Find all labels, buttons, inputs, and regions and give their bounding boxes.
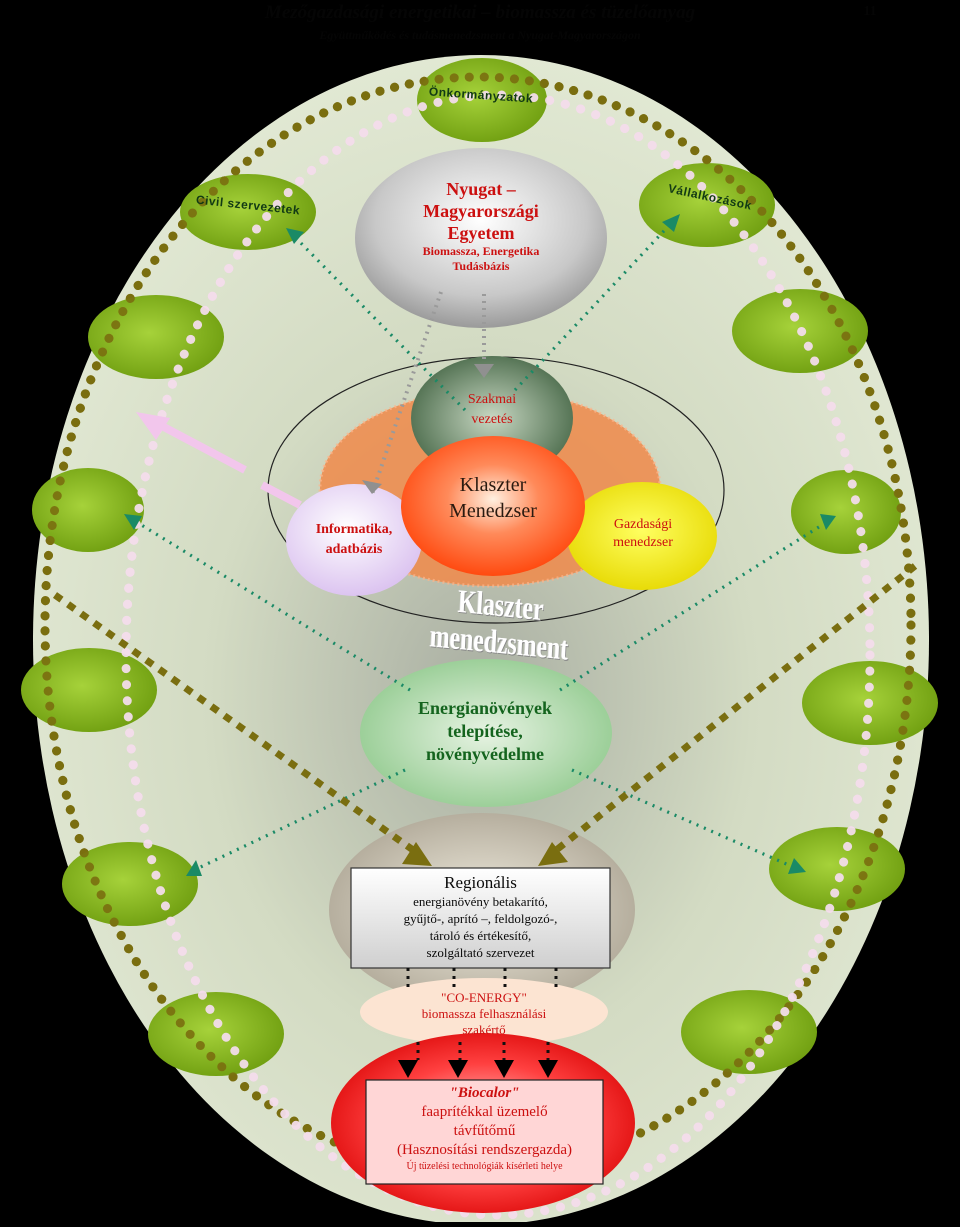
satellite-left-6	[148, 992, 284, 1076]
grey-arrows	[362, 291, 494, 495]
header-title: Mezőgazdasági energetikai – biomassza és…	[264, 2, 696, 23]
szakmai-vezetes-label: Szakmai vezetés	[432, 390, 552, 430]
regional-label: Regionális energianövény betakarító, gyű…	[351, 873, 610, 961]
biocalor-box	[365, 1079, 604, 1185]
outer-oval	[33, 55, 929, 1225]
university-ellipse	[355, 148, 607, 328]
energy-line1: Energianövények	[417, 698, 552, 718]
informatika-line1: Informatika,	[315, 522, 393, 537]
energy-crops-label: Energianövények telepítése, növényvédelm…	[380, 697, 590, 766]
satellite-right-3	[791, 470, 901, 554]
klaszter-menedzser-ellipse	[401, 436, 585, 576]
university-line2: Magyarországi	[423, 201, 539, 221]
header-subtitle: Együttműködés és tudásmenedzsment a Nyug…	[319, 28, 641, 42]
energy-crops-ellipse	[360, 659, 612, 807]
regional-title: Regionális	[444, 873, 517, 892]
informatika-ellipse	[286, 484, 422, 596]
gazdasagi-label: Gazdasági menedzser	[580, 516, 706, 552]
coenergy-line2: biomassza felhasználási	[421, 1006, 547, 1021]
regional-line3: tároló és értékesítő,	[429, 928, 532, 943]
gazdasagi-ellipse	[567, 482, 717, 590]
coenergy-ellipse	[360, 978, 608, 1046]
teal-arrowheads	[124, 214, 836, 876]
satellite-right-6	[681, 990, 817, 1074]
biocalor-line2: faaprítékkal üzemelő	[421, 1104, 548, 1120]
university-label: Nyugat – Magyarországi Egyetem Biomassza…	[380, 178, 582, 274]
klaszter-menedzser-label: Klaszter Menedzser	[410, 472, 576, 524]
energy-line3: növényvédelme	[426, 744, 544, 764]
informatika-label: Informatika, adatbázis	[290, 520, 418, 560]
szakmai-line2: vezetés	[471, 412, 513, 427]
szakmai-line1: Szakmai	[467, 392, 517, 407]
biocalor-line3: távfűtőmű	[453, 1123, 516, 1139]
biocalor-line4: (Hasznosítási rendszergazda)	[396, 1142, 573, 1158]
coenergy-line1: "CO-ENERGY"	[441, 990, 527, 1005]
coenergy-label: "CO-ENERGY" biomassza felhasználási szak…	[384, 990, 584, 1038]
pink-arrow	[136, 412, 302, 509]
regional-line1: energianövény betakarító,	[413, 894, 548, 909]
regional-line2: gyűjtő-, aprító –, feldolgozó-,	[403, 911, 558, 926]
gazdasagi-line1: Gazdasági	[613, 517, 673, 532]
klaszter-line2: Menedzser	[449, 500, 537, 522]
black-arrowheads	[398, 1060, 558, 1078]
satellite-left-4	[21, 648, 157, 732]
satellite-right-5	[769, 827, 905, 911]
biocalor-label: "Biocalor" faaprítékkal üzemelő távfűtőm…	[366, 1084, 603, 1174]
regional-line4: szolgáltató szervezet	[426, 945, 535, 960]
university-line3: Egyetem	[447, 223, 515, 243]
biocalor-line1: "Biocalor"	[449, 1085, 520, 1101]
teal-arrows	[129, 216, 831, 874]
university-line5: Tudásbázis	[452, 259, 510, 273]
black-dotted-connectors	[406, 968, 558, 1060]
university-line4: Biomassza, Energetika	[422, 244, 540, 258]
satellite-left-2	[88, 295, 224, 379]
olive-arrows	[52, 563, 918, 858]
satellite-left-3	[32, 468, 144, 552]
gazdasagi-line2: menedzser	[613, 535, 673, 550]
page-number: 11	[863, 4, 877, 19]
coenergy-line3: szakértő	[462, 1022, 506, 1037]
klaszter-line1: Klaszter	[459, 474, 527, 496]
energy-line2: telepítése,	[447, 721, 523, 741]
biocalor-line5: Új tüzelési technológiák kísérleti helye	[406, 1161, 563, 1172]
informatika-line2: adatbázis	[325, 542, 383, 557]
regional-box	[350, 867, 611, 969]
university-line1: Nyugat –	[446, 179, 516, 199]
